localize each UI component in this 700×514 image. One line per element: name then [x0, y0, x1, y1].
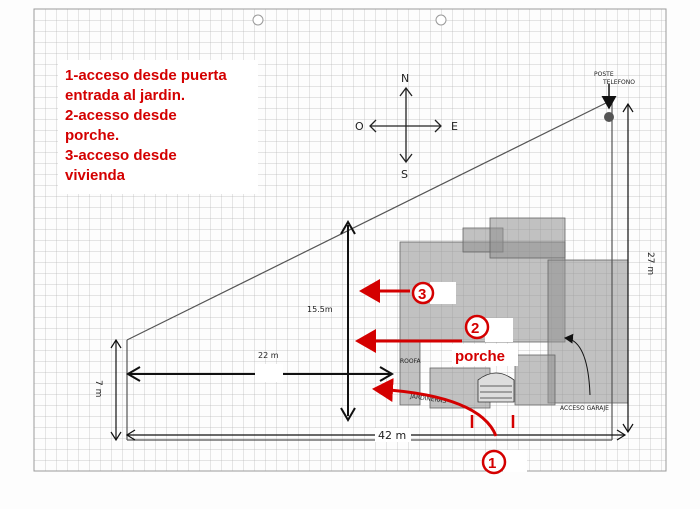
access-arrow-1	[372, 378, 498, 437]
legend-line-5: 3-acceso desde	[65, 147, 177, 164]
marker-2: 2	[464, 314, 513, 342]
compass-rose	[369, 86, 442, 164]
binder-hole-left	[252, 14, 264, 26]
pole-label-line1: POSTE	[594, 71, 614, 78]
telephone-pole-icon	[604, 112, 614, 122]
label-garage-access: ACCESO GARAJE	[560, 405, 609, 412]
porch-label-bg	[452, 344, 518, 366]
dimension-27m	[622, 102, 634, 434]
legend-line-3: 2-acesso desde	[65, 107, 177, 124]
dimension-7m	[110, 338, 122, 442]
dimension-42m-label: 42 m	[378, 429, 406, 442]
marker-3-number: 3	[418, 286, 426, 303]
dimension-15-5m-label: 15.5m	[307, 305, 333, 314]
binder-hole-right	[435, 14, 447, 26]
dimension-42m-label-bg	[375, 428, 411, 442]
marker-1: 1	[481, 449, 527, 475]
property-boundary	[126, 99, 613, 441]
legend-line-6: vivienda	[65, 167, 126, 184]
legend-line-1: 1-acceso desde puerta	[65, 67, 227, 84]
compass-east: E	[451, 120, 458, 133]
dimension-22m-label-bg	[255, 364, 283, 382]
porch-label: porche	[455, 348, 505, 365]
dimension-22m-label: 22 m	[258, 351, 279, 360]
dimension-7m-label: 7 m	[93, 380, 103, 397]
compass-south: S	[401, 168, 408, 181]
pole-label-line2: TELEFONO	[602, 79, 635, 86]
porch-steps	[477, 372, 515, 403]
dimension-27m-label: 27 m	[645, 252, 655, 275]
label-roofed: ROOFA	[400, 358, 422, 365]
compass-west: O	[355, 120, 364, 133]
dimension-15-5m	[340, 220, 356, 422]
marker-2-number: 2	[471, 320, 479, 337]
legend-line-2: entrada al jardin.	[65, 87, 186, 104]
legend-line-4: porche.	[65, 127, 120, 144]
marker-1-number: 1	[488, 455, 496, 472]
marker-3: 3	[411, 281, 456, 305]
legend-box	[58, 60, 258, 194]
garage-access-arrow	[564, 333, 591, 396]
compass-north: N	[401, 72, 409, 85]
